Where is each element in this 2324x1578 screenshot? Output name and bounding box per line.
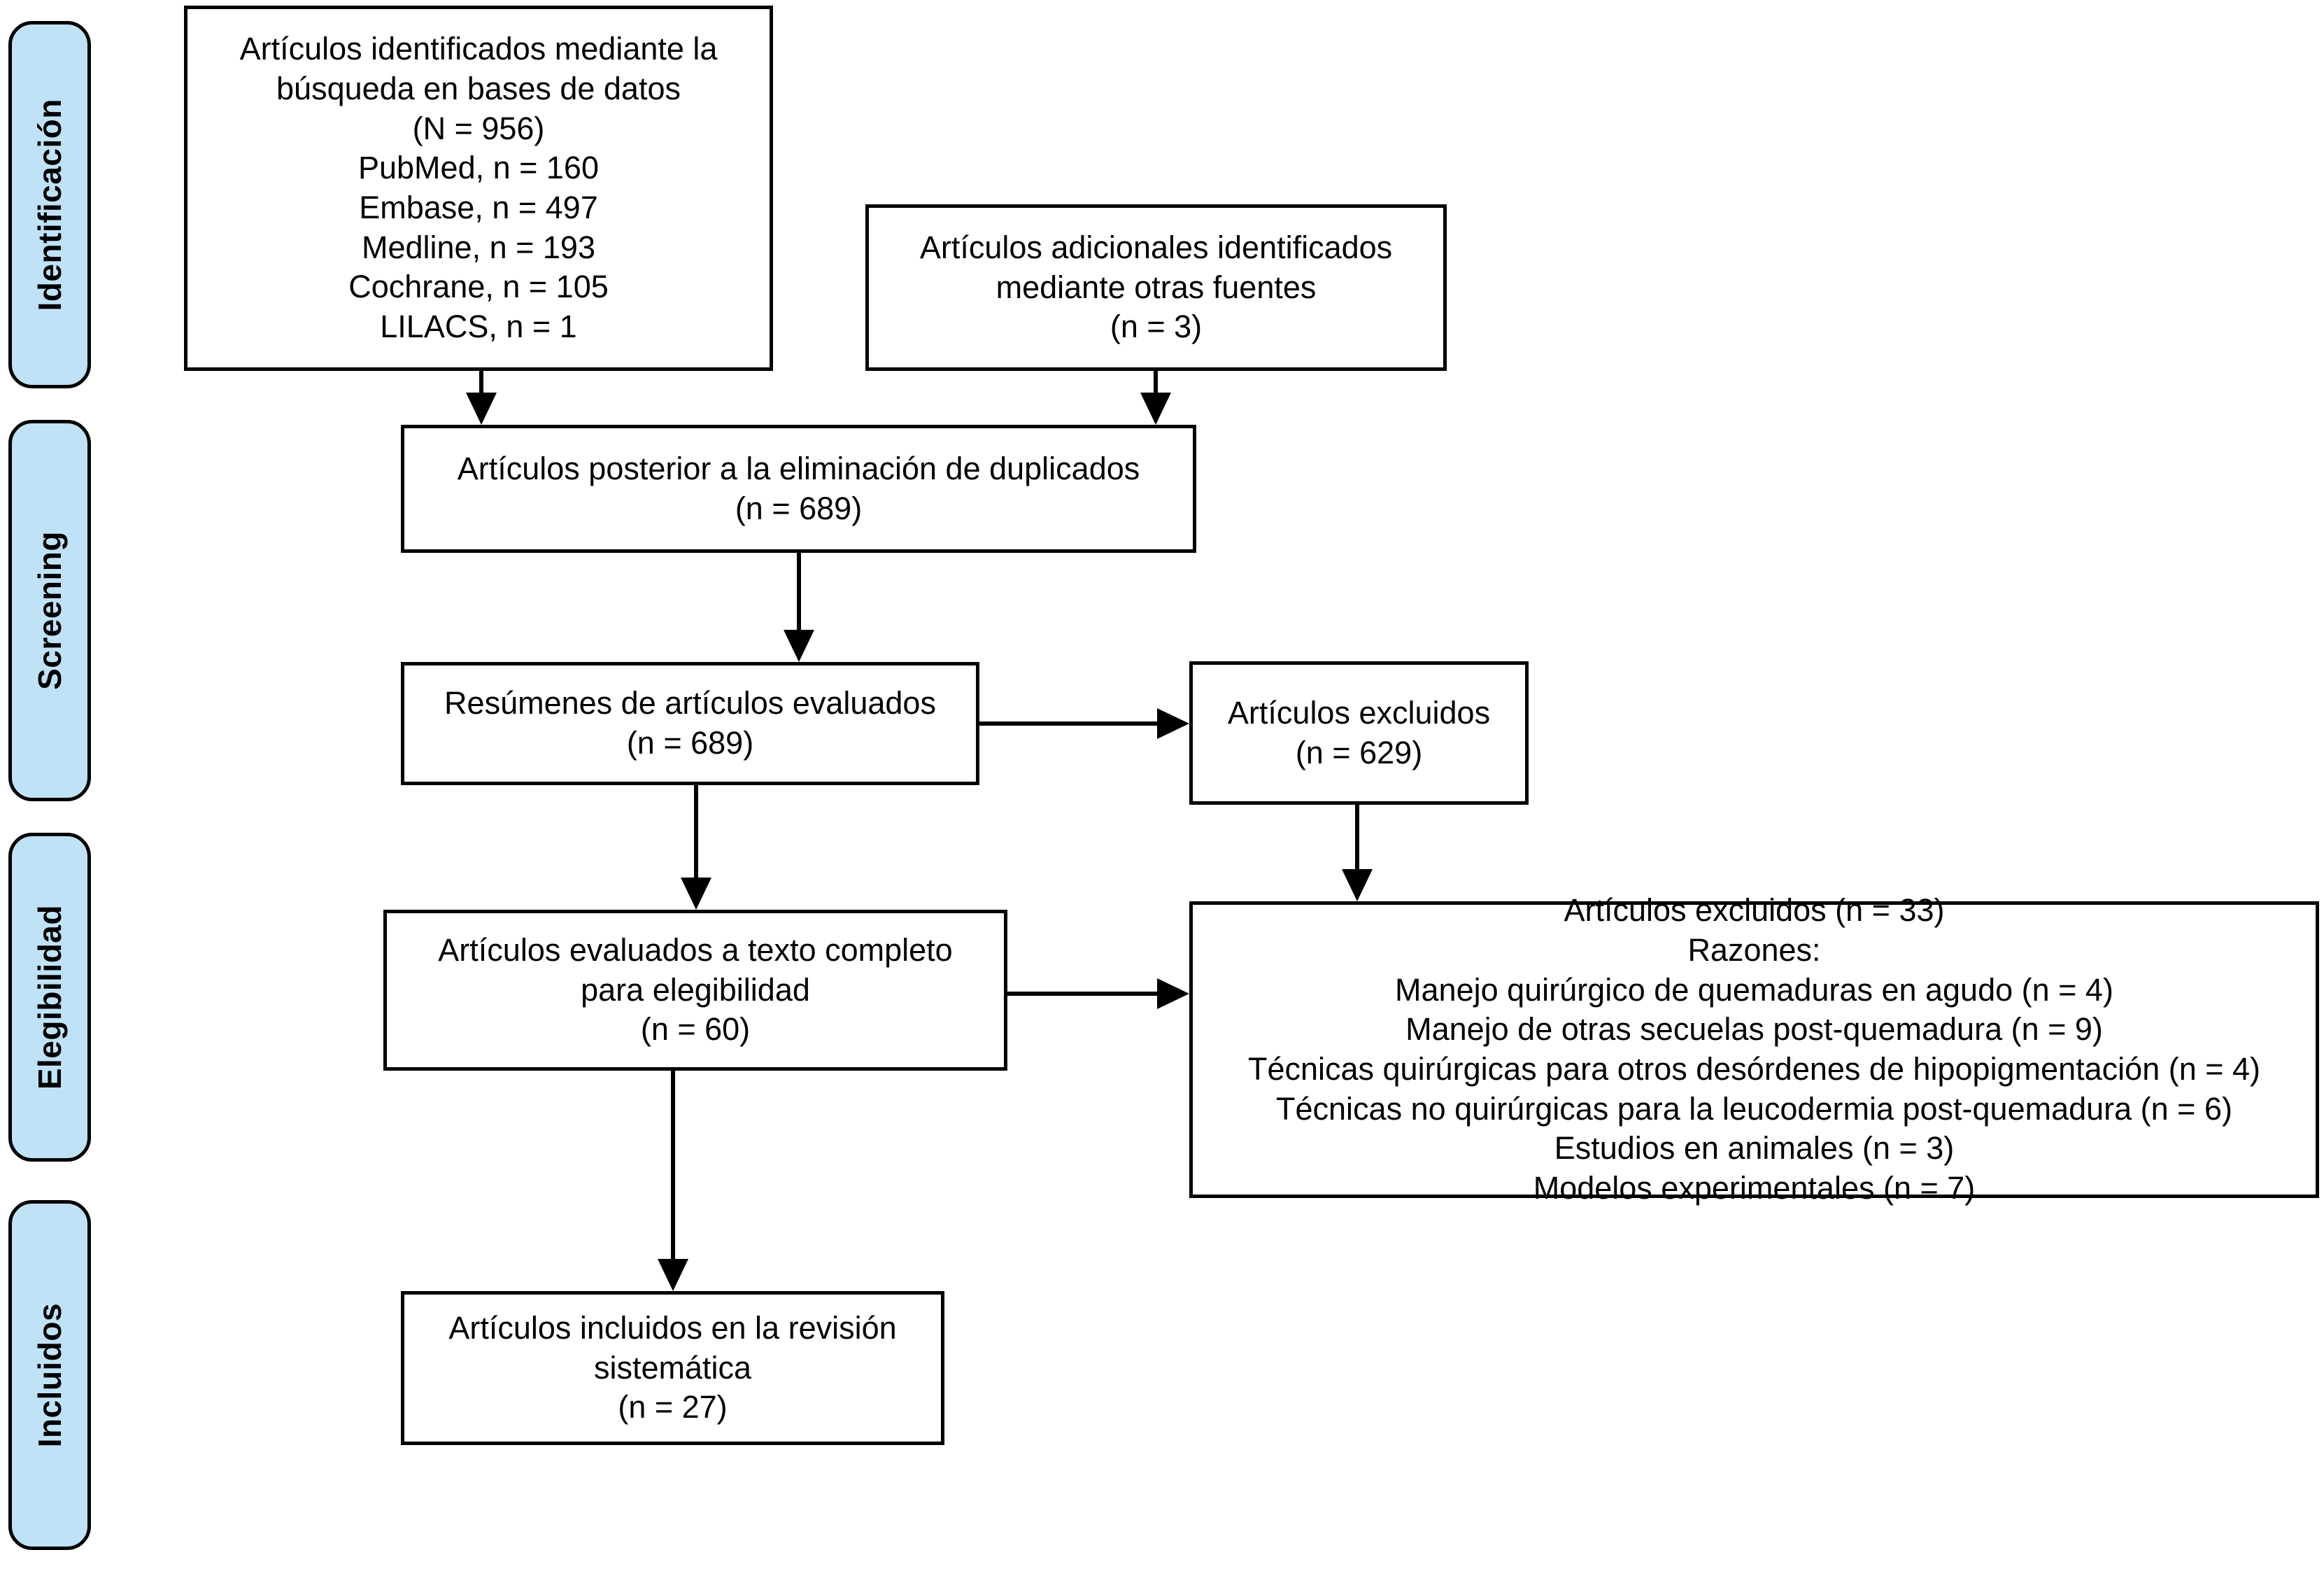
box-excluded-fulltext-reason-5: Estudios en animales (n = 3)	[1554, 1130, 1955, 1167]
box-excluded-fulltext-count: Artículos excluidos (n = 33)	[1564, 892, 1945, 929]
box-fulltext-assessed: Artículos evaluados a texto completo par…	[383, 910, 1007, 1071]
arrowhead-fulltext-to-excluded-fulltext	[1157, 978, 1189, 1009]
box-databases: Artículos identificados mediante la búsq…	[184, 6, 773, 371]
phase-pill-identificacion: Identificación	[8, 21, 91, 388]
arrowhead-abstracts-to-excluded-screening	[1157, 708, 1189, 739]
box-abstracts-screened-line-1: Resúmenes de artículos evaluados	[444, 685, 936, 721]
box-fulltext-assessed-count: (n = 60)	[640, 1011, 751, 1048]
box-abstracts-screened-count: (n = 689)	[626, 725, 754, 761]
arrowhead-databases-to-after-duplicates	[466, 393, 497, 425]
box-excluded-fulltext: Artículos excluidos (n = 33) Razones: Ma…	[1189, 892, 2319, 1206]
phase-label-screening: Screening	[31, 531, 68, 690]
phase-pill-elegibilidad: Elegibilidad	[8, 833, 91, 1162]
box-excluded-fulltext-reason-6: Modelos experimentales (n = 7)	[1533, 1170, 1976, 1206]
box-excluded-screening-count: (n = 629)	[1295, 734, 1423, 770]
box-excluded-fulltext-reason-1: Manejo quirúrgico de quemaduras en agudo…	[1395, 971, 2113, 1008]
box-databases-embase: Embase, n = 497	[359, 190, 598, 225]
box-after-duplicates-count: (n = 689)	[735, 490, 863, 526]
arrowhead-other-sources-to-after-duplicates	[1140, 393, 1171, 425]
arrowhead-abstracts-to-fulltext	[681, 878, 711, 910]
box-other-sources-line-1: Artículos adicionales identificados	[919, 229, 1393, 265]
box-included-line-1: Artículos incluidos en la revisión	[448, 1309, 897, 1346]
box-excluded-fulltext-reason-2: Manejo de otras secuelas post-quemadura …	[1405, 1011, 2103, 1048]
phase-label-elegibilidad: Elegibilidad	[31, 904, 68, 1090]
box-other-sources-count: (n = 3)	[1110, 309, 1203, 345]
box-after-duplicates-line-1: Artículos posterior a la eliminación de …	[457, 450, 1140, 486]
phase-label-identificacion: Identificación	[31, 98, 68, 311]
box-databases-total: (N = 956)	[412, 110, 545, 146]
arrowhead-fulltext-to-included	[658, 1259, 688, 1291]
box-databases-lilacs: LILACS, n = 1	[380, 309, 577, 345]
box-fulltext-assessed-line-2: para elegibilidad	[581, 971, 810, 1008]
box-other-sources: Artículos adicionales identificados medi…	[865, 204, 1447, 371]
box-databases-cochrane: Cochrane, n = 105	[348, 269, 609, 305]
box-databases-line-1: Artículos identificados mediante la	[239, 31, 718, 67]
arrowhead-excluded-screening-to-excluded-fulltext	[1342, 869, 1373, 901]
box-included-count: (n = 27)	[618, 1389, 728, 1425]
box-included-line-2: sistemática	[593, 1349, 752, 1386]
box-included: Artículos incluidos en la revisión siste…	[401, 1291, 944, 1445]
box-excluded-fulltext-reasons-heading: Razones:	[1687, 931, 1821, 968]
box-excluded-fulltext-reason-4: Técnicas no quirúrgicas para la leucoder…	[1276, 1090, 2232, 1127]
box-databases-medline: Medline, n = 193	[362, 229, 595, 265]
phase-pill-screening: Screening	[8, 420, 91, 801]
box-after-duplicates: Artículos posterior a la eliminación de …	[401, 425, 1196, 553]
box-fulltext-assessed-line-1: Artículos evaluados a texto completo	[438, 931, 953, 968]
arrowhead-after-duplicates-to-abstracts	[784, 630, 814, 662]
box-abstracts-screened: Resúmenes de artículos evaluados (n = 68…	[401, 662, 979, 785]
box-databases-pubmed: PubMed, n = 160	[357, 150, 599, 186]
box-excluded-fulltext-reason-3: Técnicas quirúrgicas para otros desórden…	[1247, 1051, 2261, 1087]
box-databases-line-2: búsqueda en bases de datos	[276, 70, 681, 106]
phase-label-incluidos: Incluidos	[31, 1302, 68, 1448]
phase-pill-incluidos: Incluidos	[8, 1200, 91, 1550]
box-excluded-screening: Artículos excluidos (n = 629)	[1189, 661, 1529, 805]
box-excluded-screening-line-1: Artículos excluidos	[1227, 694, 1491, 731]
box-other-sources-line-2: mediante otras fuentes	[996, 269, 1317, 305]
